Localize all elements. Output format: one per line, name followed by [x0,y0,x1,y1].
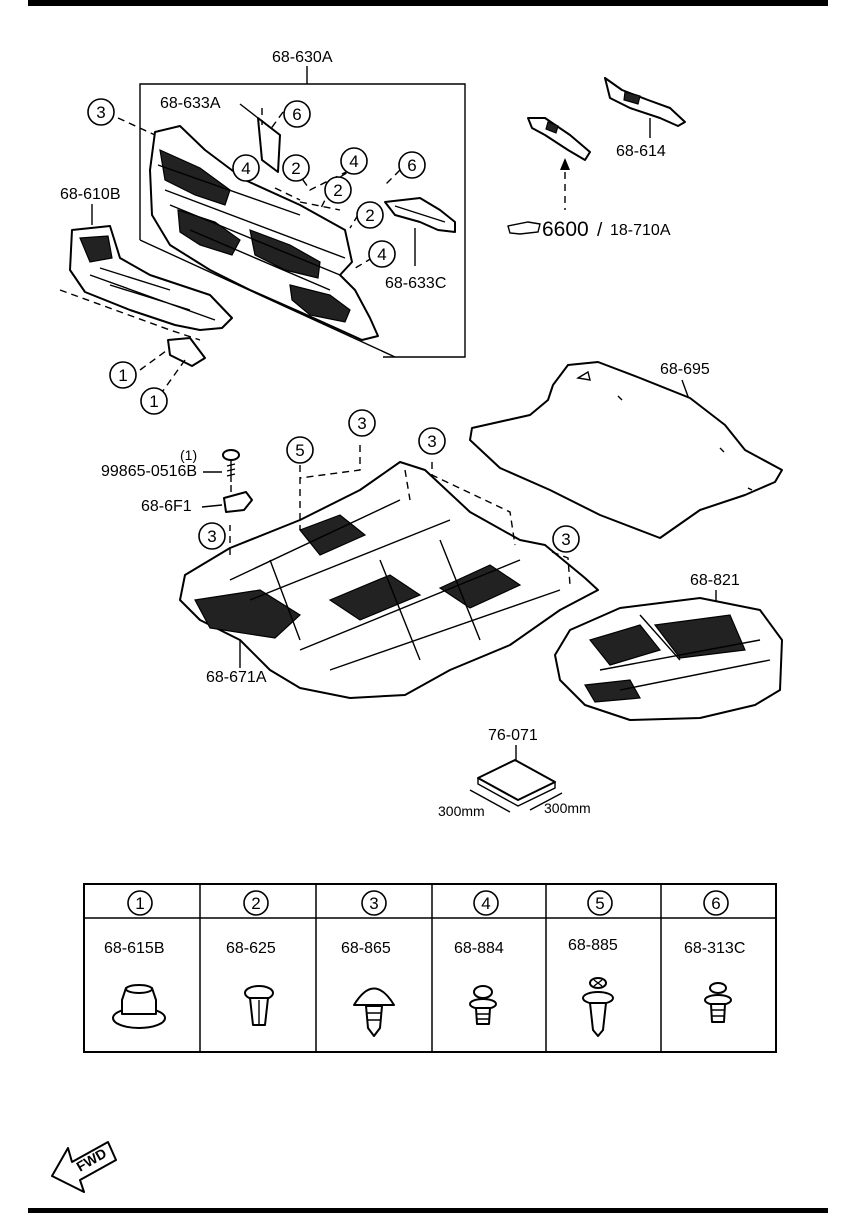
trunk-mat-group: 68-695 [469,361,783,539]
callout-4-a[interactable]: 4 [232,154,260,182]
callout-2-c[interactable]: 2 [356,201,384,229]
svg-text:1: 1 [149,392,158,411]
callout-3-b[interactable]: 3 [418,427,446,455]
legend-part-1[interactable]: 68-615B [104,940,165,957]
clip-icon-5 [582,977,614,1037]
svg-text:1: 1 [135,894,144,913]
svg-text:6: 6 [711,894,720,913]
callout-3-dash[interactable]: 3 [87,98,115,126]
bracket-68-633C[interactable] [384,197,456,233]
legend-header-6: 6 [703,890,729,916]
label-68-821: 68-821 [690,572,740,589]
svg-text:4: 4 [241,159,250,178]
svg-text:2: 2 [291,159,300,178]
svg-text:4: 4 [377,245,386,264]
svg-text:3: 3 [357,414,366,433]
label-68-695: 68-695 [660,361,710,378]
fastener-legend-table: 1 2 3 4 5 6 68-615B 68-625 68-865 68-884… [83,883,777,1053]
ref-sep: / [597,220,603,241]
patch-group: 76-071 300mm 300mm [438,727,591,819]
clip-icon-6 [704,982,732,1023]
callout-3-d[interactable]: 3 [552,525,580,553]
ref-6600[interactable]: 6600 [542,218,589,241]
label-68-614: 68-614 [616,143,666,160]
callout-3-a[interactable]: 3 [348,409,376,437]
screw-99865[interactable] [222,449,240,482]
svg-text:5: 5 [295,441,304,460]
callout-4-b[interactable]: 4 [340,147,368,175]
svg-text:1: 1 [118,366,127,385]
legend-part-2[interactable]: 68-625 [226,940,276,957]
pointing-hand-icon [507,221,541,235]
upper-right-parts: 68-614 6600 / 18-710A [507,77,686,241]
legend-part-5[interactable]: 68-885 [568,937,618,954]
svg-text:3: 3 [427,432,436,451]
legend-header-5: 5 [587,890,613,916]
clip-icon-4 [469,985,497,1025]
legend-header-4: 4 [473,890,499,916]
tire-tray[interactable] [554,597,783,721]
top-rule [28,0,828,6]
fwd-arrow-icon: FWD [51,1141,117,1193]
panel-68-614[interactable] [604,77,686,127]
callout-2-b[interactable]: 2 [324,176,352,204]
svg-text:4: 4 [349,152,358,171]
callout-3-c[interactable]: 3 [198,522,226,550]
callout-2-a[interactable]: 2 [282,154,310,182]
svg-text:4: 4 [481,894,490,913]
svg-text:5: 5 [595,894,604,913]
legend-header-1: 1 [127,890,153,916]
svg-text:3: 3 [96,103,105,122]
callout-1-b[interactable]: 1 [140,387,168,415]
label-68-6F1: 68-6F1 [141,498,192,515]
svg-text:2: 2 [365,206,374,225]
panel-6600[interactable] [527,117,591,161]
clip-icon-1 [112,984,166,1029]
floor-carpet-group: 68-671A (1) 99865-0516B 68-6F1 [101,445,599,699]
callout-5-a[interactable]: 5 [286,436,314,464]
legend-part-6[interactable]: 68-313C [684,940,745,957]
dim-left: 300mm [438,803,485,819]
callout-1-a[interactable]: 1 [109,361,137,389]
trunk-mat[interactable] [469,361,783,539]
callout-circles: 3 6 4 2 4 6 2 2 4 1 1 3 5 3 3 3 [87,98,580,553]
svg-text:6: 6 [292,105,301,124]
legend-header-3: 3 [361,890,387,916]
svg-text:3: 3 [561,530,570,549]
label-68-630A: 68-630A [272,49,333,66]
ref-18-710A[interactable]: 18-710A [610,222,671,239]
lower-dash-insulator: 68-610B [59,186,233,396]
label-99865-0516B: 99865-0516B [101,463,197,480]
tire-tray-group: 68-821 [554,572,783,721]
bottom-rule [28,1208,828,1213]
clip-68-6F1[interactable] [223,491,253,513]
callout-6-a[interactable]: 6 [283,100,311,128]
callout-4-c[interactable]: 4 [368,240,396,268]
legend-part-3[interactable]: 68-865 [341,940,391,957]
clip-icon-3 [353,987,395,1037]
svg-text:6: 6 [407,156,416,175]
label-68-633C: 68-633C [385,275,446,292]
label-68-671A: 68-671A [206,669,267,686]
svg-text:3: 3 [207,527,216,546]
clip-icon-2 [244,985,274,1026]
label-76-071: 76-071 [488,727,538,744]
legend-header-2: 2 [243,890,269,916]
svg-text:2: 2 [333,181,342,200]
legend-part-4[interactable]: 68-884 [454,940,504,957]
svg-text:2: 2 [251,894,260,913]
callout-6-b[interactable]: 6 [398,151,426,179]
label-qty: (1) [180,447,197,463]
label-68-610B: 68-610B [60,186,121,203]
dim-right: 300mm [544,800,591,816]
label-68-633A: 68-633A [160,95,221,112]
svg-text:3: 3 [369,894,378,913]
